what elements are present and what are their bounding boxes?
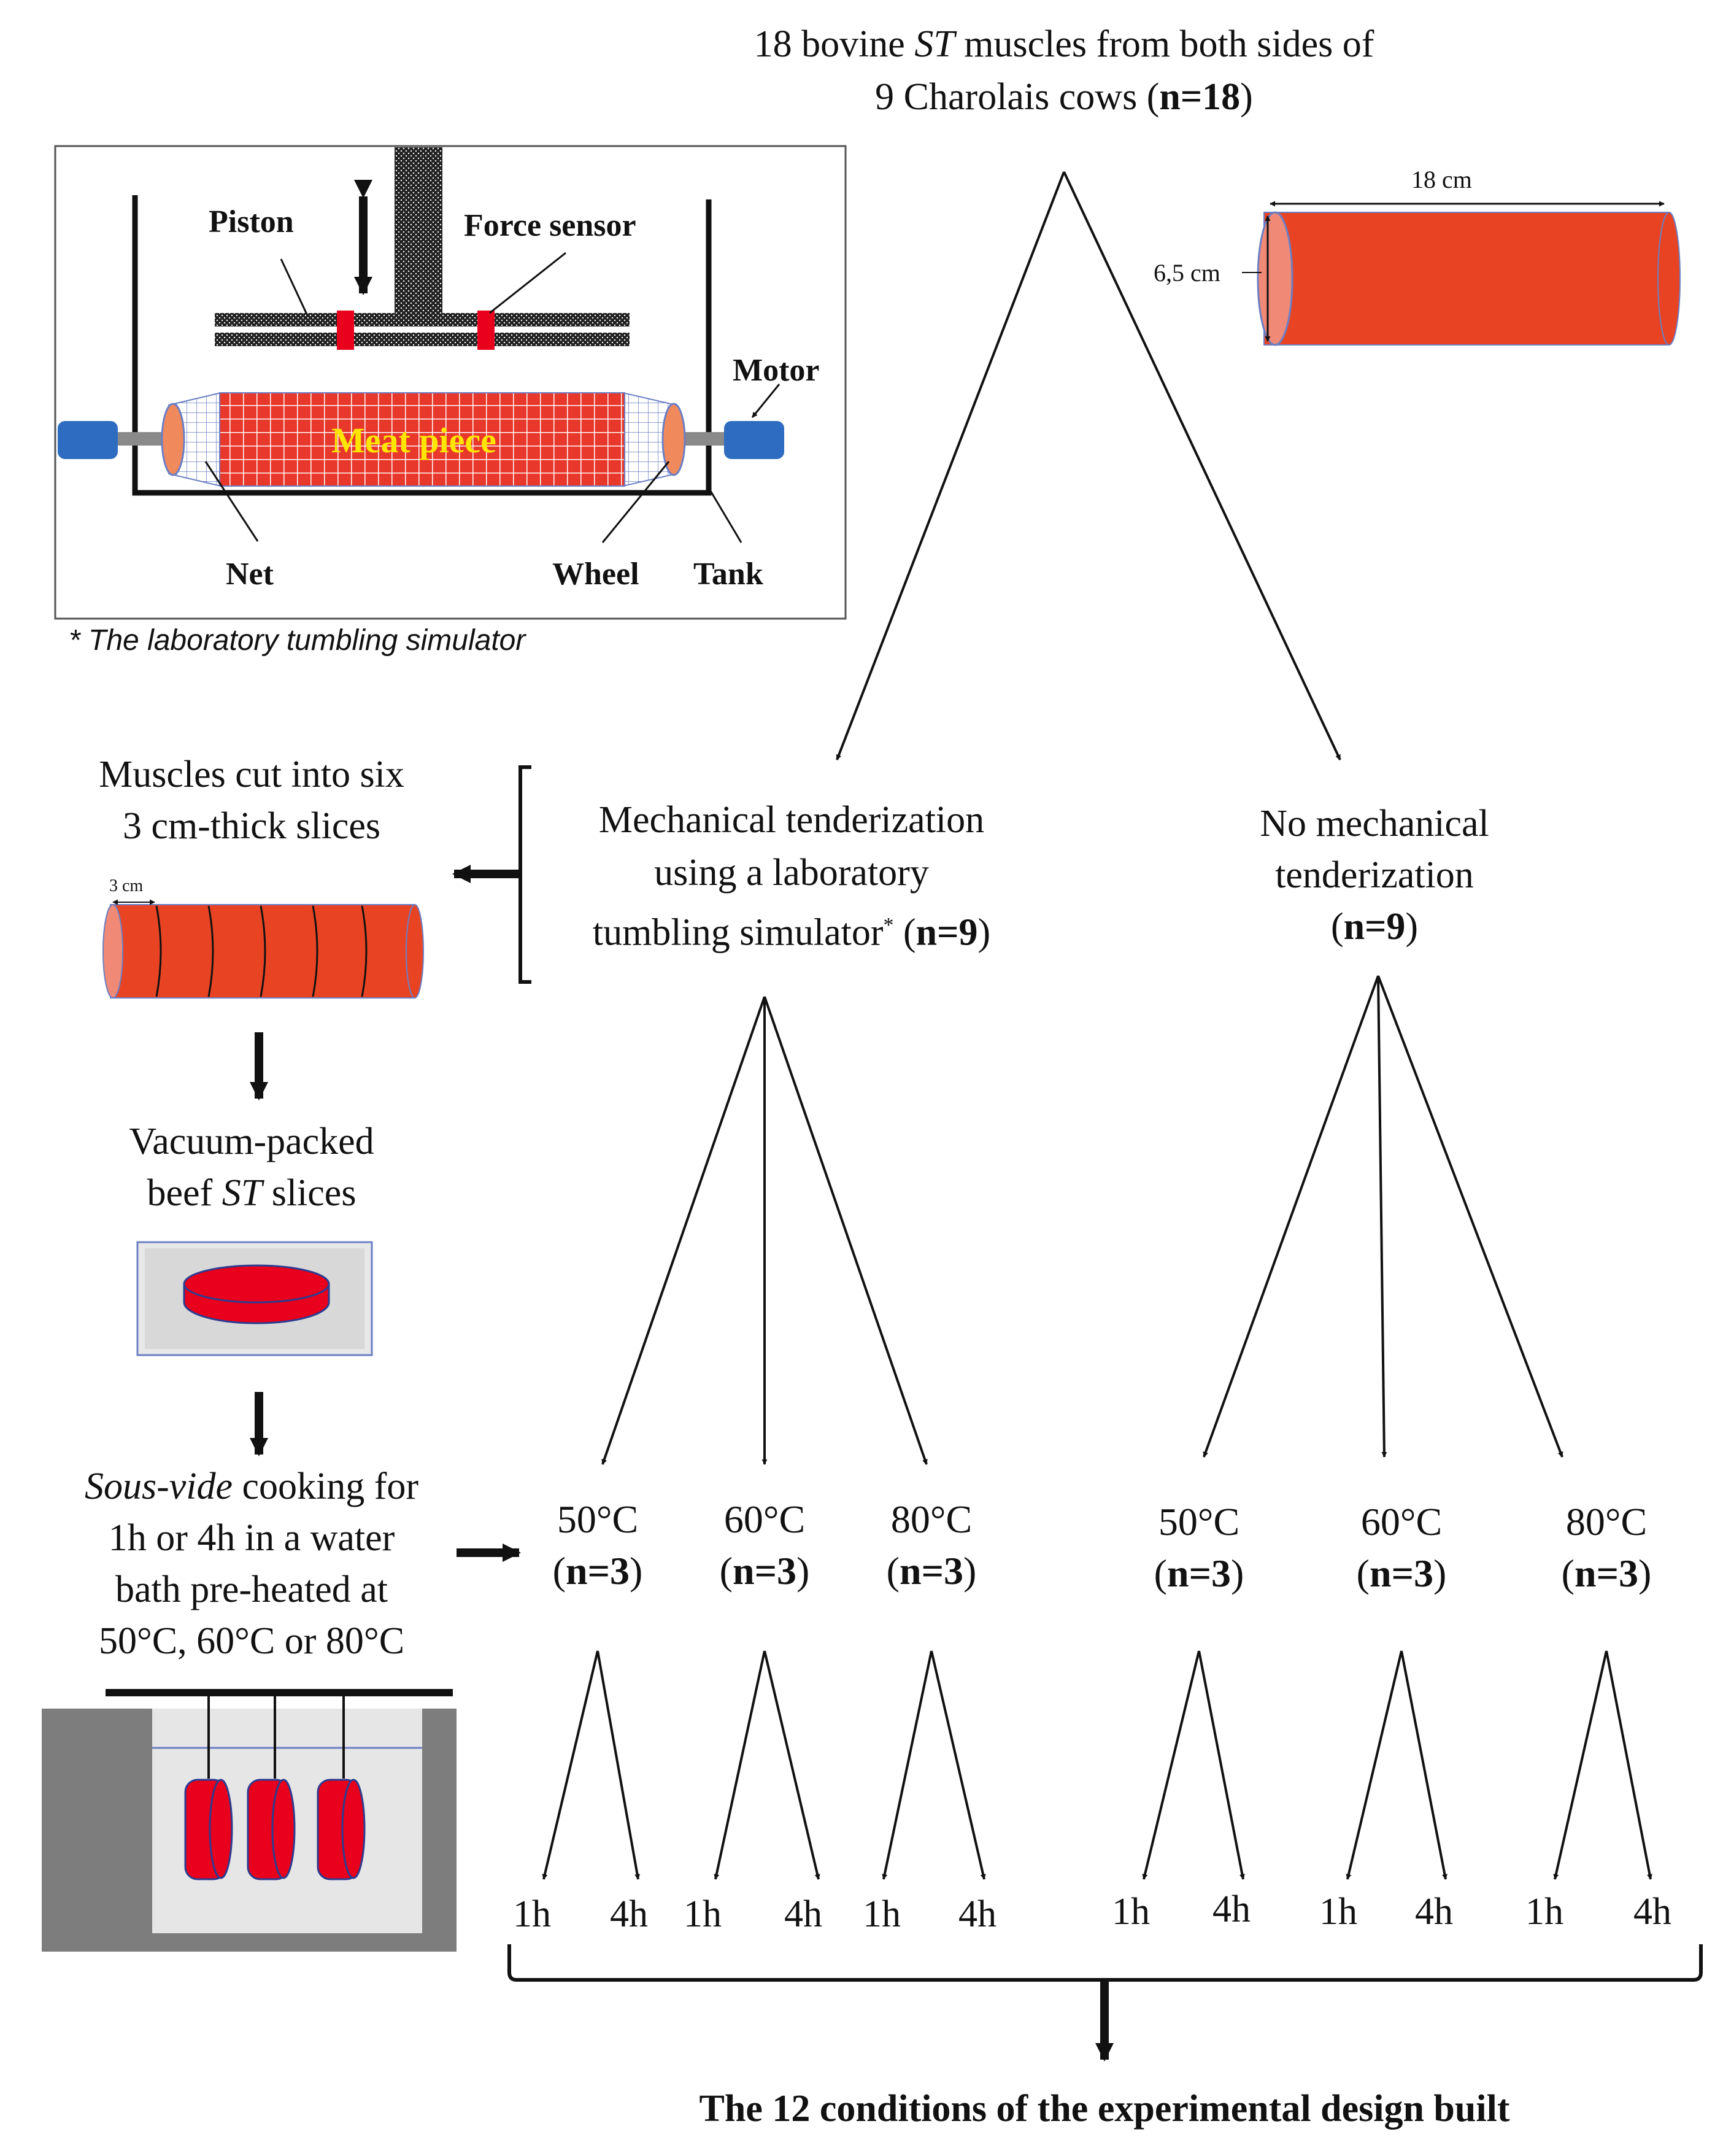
- sousvide-line1: Sous-vide cooking for: [84, 1466, 419, 1507]
- piston-label: Piston: [209, 204, 294, 239]
- vacuum-line2: beef ST slices: [147, 1172, 357, 1214]
- wheel-right: [661, 403, 686, 476]
- tank-outline: [132, 195, 712, 496]
- time-leaf: 1h: [1112, 1891, 1150, 1933]
- piston-plate-bottom: [215, 333, 630, 346]
- time-leaf: 4h: [1415, 1891, 1453, 1933]
- nomech-branch-line2: tenderization: [1275, 854, 1474, 896]
- temp-node: 50°C(n=3): [1154, 1500, 1244, 1595]
- time-leaf: 1h: [1525, 1891, 1563, 1933]
- time-leaf: 4h: [1633, 1891, 1671, 1933]
- top-title-line1: 18 bovine ST muscles from both sides of: [754, 23, 1374, 65]
- wheel-left: [161, 403, 185, 476]
- time-leaf: 4h: [610, 1893, 648, 1935]
- piston-plate-top: [215, 313, 630, 326]
- vacuum-pack: [136, 1241, 373, 1356]
- simulator-frame: [54, 145, 847, 620]
- temp-node: 80°C(n=3): [1561, 1500, 1652, 1595]
- piston-rod: [395, 147, 442, 313]
- meat-piece-label: Meat piece: [331, 420, 496, 460]
- sousvide-line4: 50°C, 60°C or 80°C: [98, 1620, 405, 1662]
- tank-leader: [709, 490, 742, 543]
- motor-leader: [751, 384, 781, 418]
- force-sensor-right: [477, 311, 495, 350]
- simulator-caption: * The laboratory tumbling simulator: [69, 624, 526, 657]
- mech-branch-line2: using a laboratory: [654, 852, 929, 894]
- meat-piece: [219, 392, 625, 487]
- wheel-leader: [601, 461, 670, 543]
- tree-arrows: [542, 171, 1652, 1880]
- nomech-branch-line1: No mechanical: [1260, 803, 1489, 844]
- mech-branch-line3: tumbling simulator* (n=9): [592, 911, 991, 954]
- time-leaf: 1h: [513, 1893, 551, 1935]
- force-sensor-label: Force sensor: [464, 208, 636, 243]
- time-leaf: 1h: [1319, 1891, 1357, 1933]
- bath-slice-3: [317, 1779, 366, 1880]
- conditions-brace: [507, 1944, 1703, 1982]
- time-leaf: 1h: [684, 1893, 722, 1935]
- bath-slice-2: [247, 1779, 296, 1880]
- slices-line1: Muscles cut into six: [99, 754, 404, 795]
- force-sensor-leader: [489, 252, 566, 314]
- top-title-line2: 9 Charolais cows (n=18): [875, 76, 1253, 118]
- temp-node: 60°C(n=3): [1356, 1500, 1447, 1595]
- wheel-label: Wheel: [552, 557, 639, 592]
- nomech-branch-line3: (n=9): [1330, 906, 1419, 948]
- time-leaf: 4h: [1212, 1888, 1251, 1930]
- sliced-muscle: [102, 899, 424, 999]
- time-leaf: 4h: [784, 1893, 822, 1935]
- slice-thickness-label: 3 cm: [109, 876, 144, 895]
- motor-right: [724, 421, 784, 459]
- net-label: Net: [226, 557, 274, 592]
- temp-node: 80°C(n=3): [886, 1497, 977, 1593]
- sousvide-line3: bath pre-heated at: [115, 1569, 388, 1610]
- tumbling-simulator-figure: [54, 145, 847, 620]
- slices-line2: 3 cm-thick slices: [122, 805, 381, 847]
- conclusion-text: The 12 conditions of the experimental de…: [699, 2088, 1510, 2130]
- muscle-cylinder: [1242, 201, 1681, 346]
- water-bath: [42, 1689, 457, 1952]
- cylinder-diameter-label: 6,5 cm: [1154, 259, 1220, 287]
- force-sensor-left: [337, 311, 354, 350]
- net-leader: [204, 461, 259, 542]
- time-leaf: 1h: [863, 1893, 901, 1935]
- bath-slice-1: [184, 1779, 233, 1880]
- mech-branch-line1: Mechanical tenderization: [598, 799, 985, 841]
- motor-label: Motor: [733, 353, 820, 388]
- motor-left: [58, 421, 118, 459]
- cylinder-length-label: 18 cm: [1411, 166, 1472, 193]
- temp-node: 50°C(n=3): [552, 1497, 643, 1593]
- tank-label: Tank: [693, 557, 763, 592]
- mech-bracket: [518, 765, 531, 984]
- piston-leader: [280, 258, 308, 315]
- temp-node: 60°C(n=3): [719, 1497, 810, 1593]
- vacuum-line1: Vacuum-packed: [129, 1121, 374, 1162]
- time-leaf: 4h: [958, 1893, 996, 1935]
- sousvide-line2: 1h or 4h in a water: [108, 1517, 395, 1559]
